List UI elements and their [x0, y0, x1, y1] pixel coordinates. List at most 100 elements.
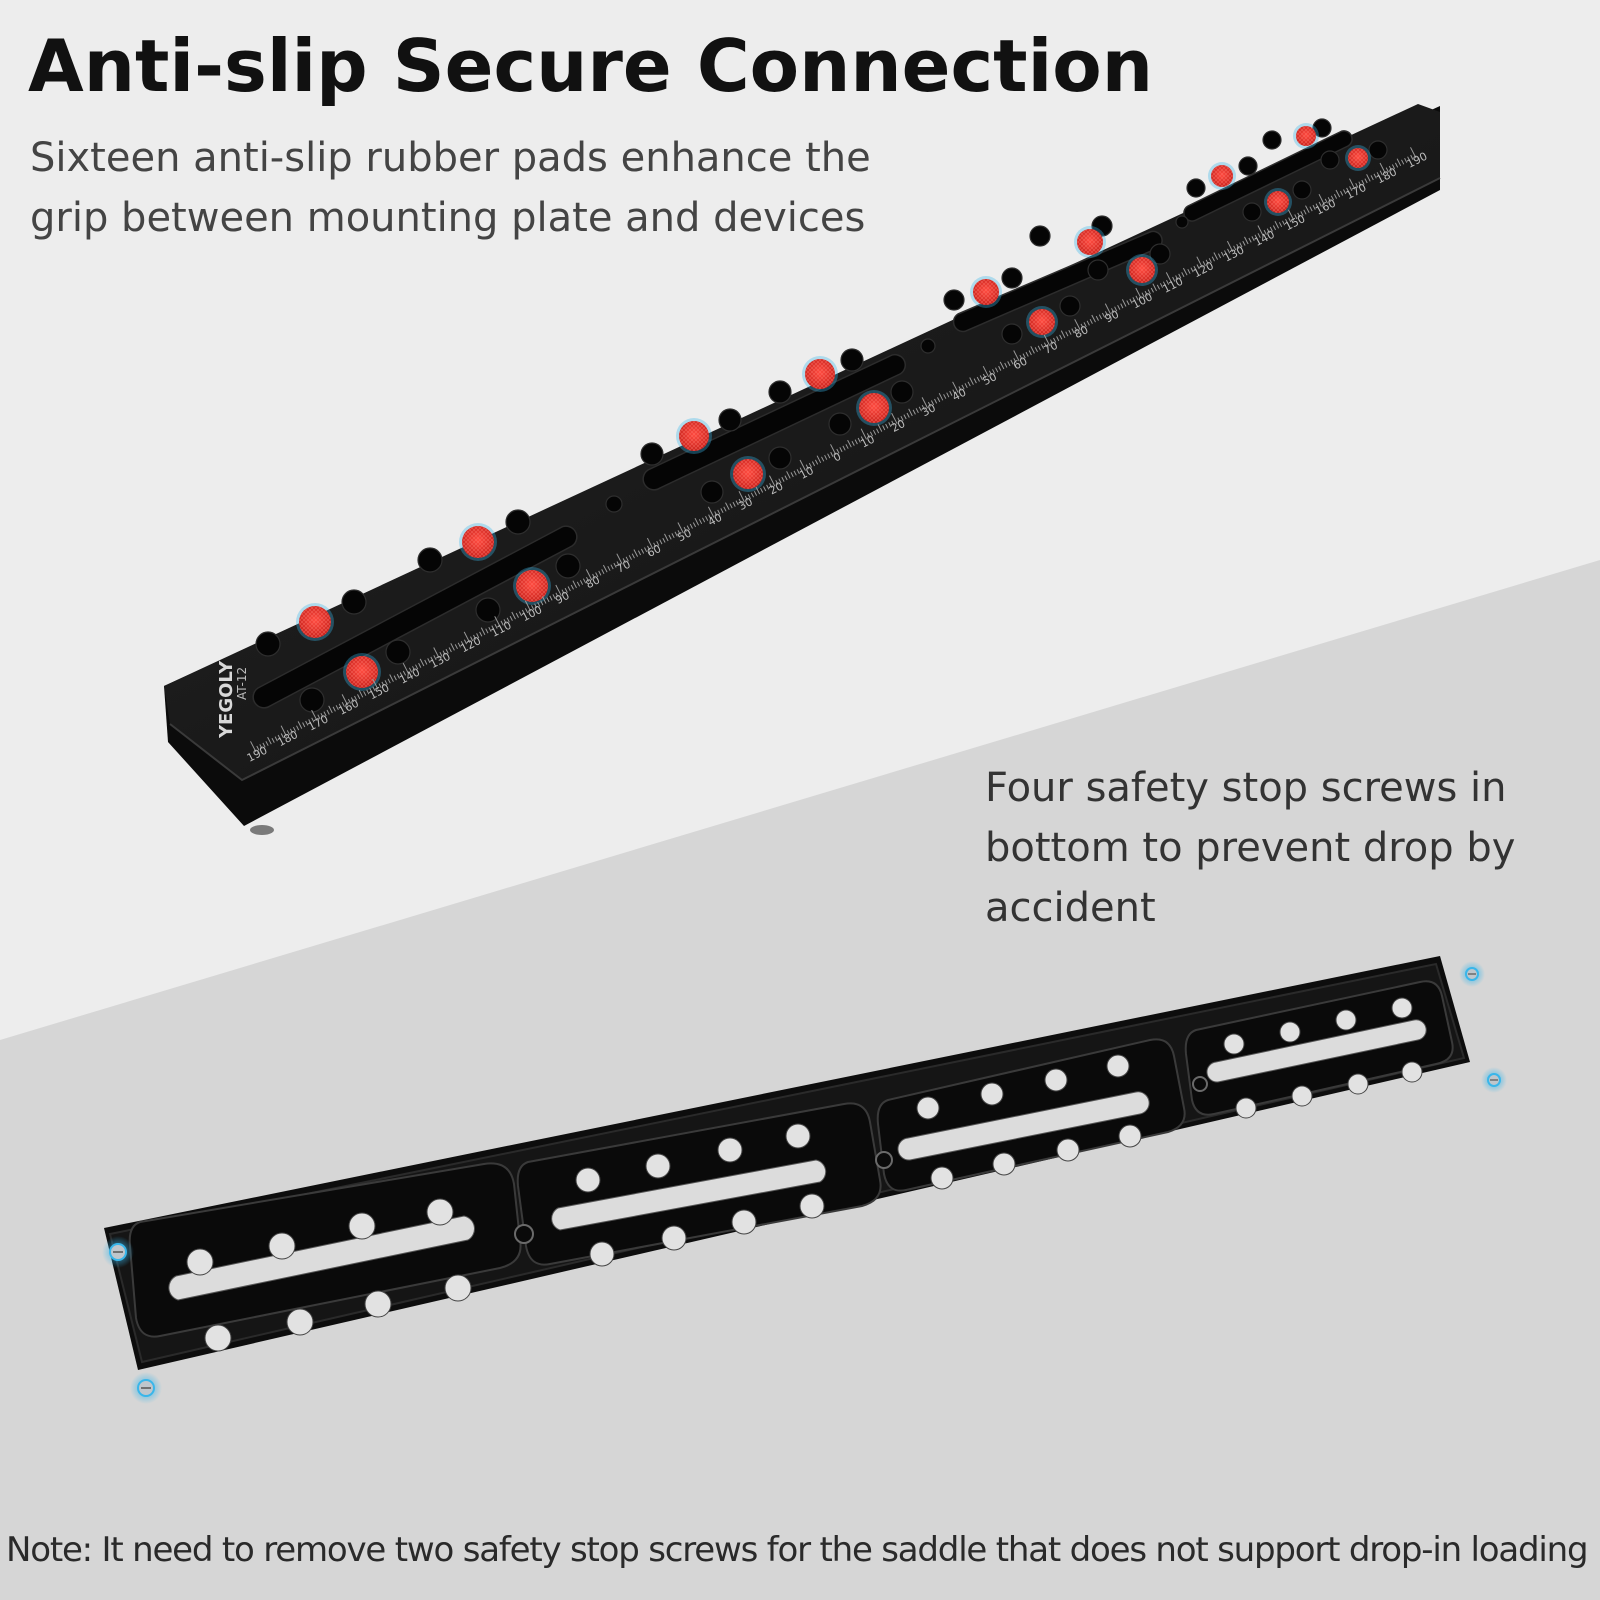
ruler-tick [1244, 236, 1249, 245]
ruler-tick [921, 397, 929, 409]
ruler-tick [1120, 303, 1124, 309]
ruler-tick [969, 377, 974, 385]
ruler-tick [328, 705, 333, 714]
ruler-tick [534, 603, 538, 609]
ruler-tick [683, 526, 687, 532]
ruler-tick [1156, 284, 1161, 290]
ruler-tick [274, 736, 278, 742]
ruler-tick [1175, 275, 1179, 281]
ruler-tick [1141, 292, 1145, 298]
ruler-tick [463, 639, 468, 645]
ruler-tick [1272, 225, 1277, 231]
ruler-tick [433, 647, 440, 659]
ruler-label: 70 [1042, 339, 1060, 357]
ruler-tick [1355, 182, 1359, 188]
ruler-tick [1340, 190, 1344, 196]
footnote: Note: It need to remove two safety stop … [6, 1530, 1589, 1570]
ruler-label: 10 [859, 433, 877, 451]
ruler-tick [579, 580, 584, 585]
ruler-tick [1376, 172, 1380, 178]
ruler-tick [872, 429, 877, 435]
ruler-tick [389, 674, 394, 682]
ruler-tick [720, 508, 724, 514]
ruler-tick [576, 581, 581, 587]
ruler-tick [842, 445, 846, 451]
ruler-tick [830, 444, 837, 456]
ruler-tick [982, 373, 987, 379]
ruler-tick [1227, 248, 1231, 254]
ruler-tick [973, 378, 977, 384]
ruler-tick [735, 500, 739, 506]
ruler-tick [1162, 281, 1167, 287]
ruler-tick [908, 408, 913, 417]
ruler-tick [1285, 218, 1289, 224]
ruler-tick [930, 400, 935, 406]
ruler-tick [1278, 222, 1283, 228]
ruler-tick [628, 555, 632, 560]
ruler-tick [338, 703, 342, 709]
ruler-tick [1202, 261, 1206, 267]
ruler-tick [1043, 342, 1048, 348]
ruler-tick [450, 643, 455, 651]
ruler-tick [1303, 209, 1307, 215]
ruler-tick [876, 428, 880, 434]
ruler-tick [613, 562, 617, 568]
ruler-tick [1053, 337, 1057, 343]
ruler-tick [439, 651, 443, 657]
ruler-tick [1022, 353, 1026, 359]
ruler-tick [814, 459, 819, 465]
ruler-tick [509, 615, 513, 621]
ruler-label: 90 [1103, 308, 1121, 326]
background-lower-panel [0, 560, 1600, 1600]
ruler-label: 50 [675, 526, 693, 544]
ruler-tick [1095, 315, 1099, 321]
ruler-tick [915, 408, 919, 414]
ruler-tick [1037, 345, 1041, 351]
ruler-tick [799, 459, 806, 471]
ruler-tick [1254, 234, 1258, 240]
ruler-label: 60 [1011, 355, 1029, 373]
ruler-tick [347, 698, 352, 704]
ruler-tick [1213, 252, 1219, 260]
ruler-tick [1091, 314, 1096, 323]
ruler-tick [796, 469, 800, 475]
ruler-tick [958, 386, 962, 392]
ruler-tick [1010, 359, 1014, 365]
ruler-tick [1135, 295, 1139, 301]
ruler-tick [259, 744, 263, 750]
ruler-tick [799, 467, 803, 473]
ruler-tick [1343, 189, 1347, 195]
ruler-tick [988, 370, 993, 376]
ruler-tick [1007, 361, 1011, 367]
ruler-tick [1019, 354, 1023, 360]
ruler-tick [1025, 351, 1029, 357]
ruler-tick [707, 506, 715, 518]
ruler-tick [738, 498, 742, 504]
ruler-label: 30 [920, 401, 938, 419]
ruler-tick [1144, 290, 1148, 296]
ruler-tick [949, 390, 953, 396]
ruler-tick [369, 687, 373, 693]
ruler-tick [943, 394, 947, 399]
safety-screw-callout: Four safety stop screws in bottom to pre… [985, 765, 1516, 931]
ruler-tick [1193, 265, 1197, 271]
ruler-tick [1404, 157, 1408, 163]
ruler-tick [335, 705, 339, 711]
ruler-tick [540, 600, 544, 606]
ruler-tick [607, 565, 611, 571]
ruler-tick [1166, 279, 1170, 285]
ruler-tick [549, 595, 553, 601]
ruler-tick [674, 531, 678, 537]
ruler-tick [1196, 256, 1203, 268]
ruler-tick [1324, 198, 1328, 204]
ruler-tick [927, 401, 932, 407]
top-plate-holes [255, 118, 1388, 713]
ruler-tick [491, 625, 495, 631]
ruler-tick [280, 733, 284, 739]
ruler-tick [1181, 272, 1185, 278]
ruler-tick [625, 556, 629, 562]
ruler-tick [1309, 206, 1313, 212]
ruler-tick [480, 627, 486, 636]
ruler-tick [384, 680, 388, 686]
ruler-tick [854, 439, 858, 445]
